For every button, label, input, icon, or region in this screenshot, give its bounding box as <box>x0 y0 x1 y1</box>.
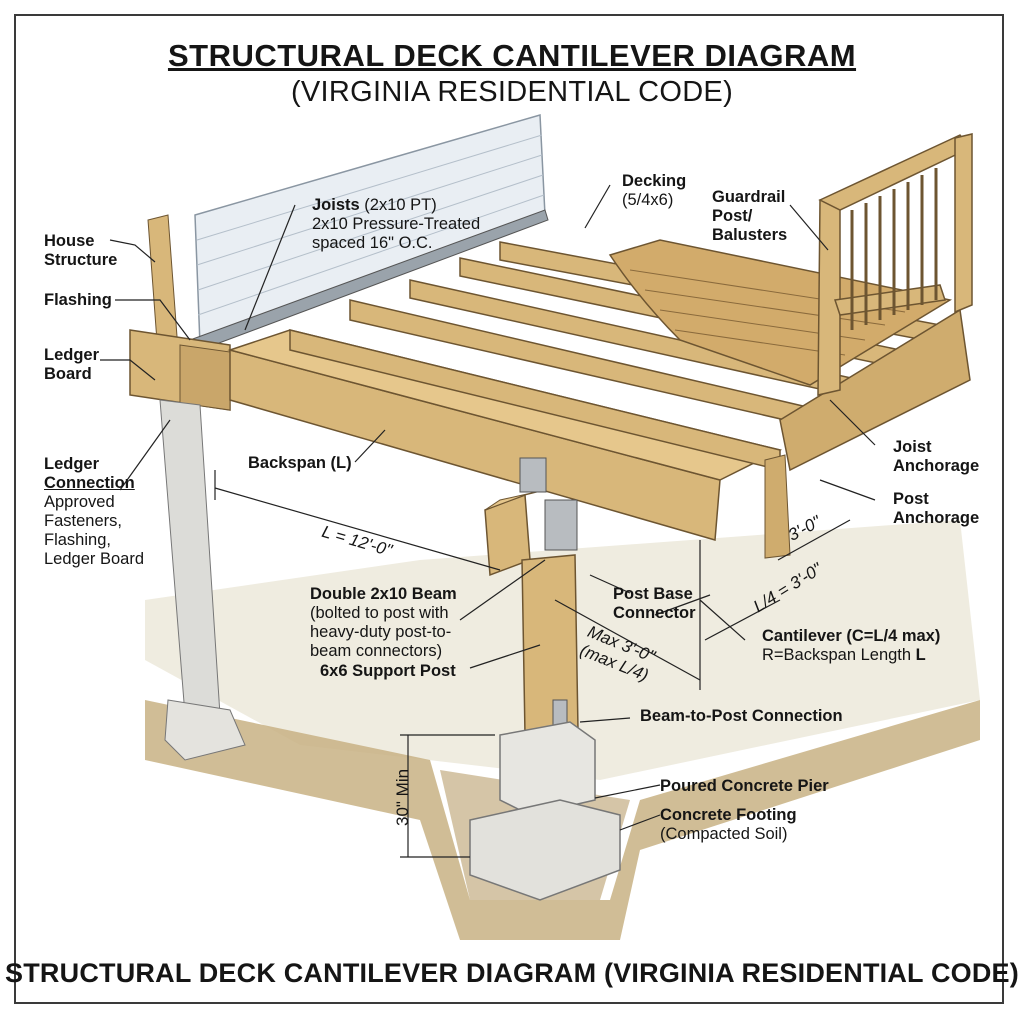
page-subtitle: (VIRGINIA RESIDENTIAL CODE) <box>290 76 734 108</box>
ledger-connection-label: Ledger Connection Approved Fasteners, Fl… <box>44 455 144 568</box>
support-post-label: 6x6 Support Post <box>320 662 456 680</box>
backspan-dim-line <box>214 487 501 571</box>
soil-section <box>145 610 980 940</box>
flashing-label: Flashing <box>44 291 112 309</box>
support-post <box>521 554 579 736</box>
corner-post <box>764 454 791 559</box>
beam-to-post-label: Beam-to-Post Connection <box>640 707 843 725</box>
rim-joist <box>779 308 971 472</box>
decking-label: Decking (5/4x6) <box>622 172 687 209</box>
backspan-label: Backspan (L) <box>248 454 352 472</box>
double-beam-label: Double 2x10 Beam (bolted to post with he… <box>310 585 457 660</box>
page-title: STRUCTURAL DECK CANTILEVER DIAGRAM <box>167 38 857 73</box>
footer-title: STRUCTURAL DECK CANTILEVER DIAGRAM (VIRG… <box>5 958 1019 988</box>
post-base-plate <box>544 499 578 551</box>
depth-dimension: 30" Min <box>393 768 412 826</box>
pier-label: Poured Concrete Pier <box>660 777 829 795</box>
house-pier <box>164 699 246 761</box>
concrete-pier <box>499 721 596 816</box>
cantilever-label: Cantilever (C=L/4 max) R=Backspan Length… <box>762 627 941 664</box>
concrete-footing <box>469 799 621 901</box>
joists-label: Joists (2x10 PT) 2x10 Pressure-Treated s… <box>312 196 481 252</box>
footing-label: Concrete Footing (Compacted Soil) <box>660 806 797 843</box>
